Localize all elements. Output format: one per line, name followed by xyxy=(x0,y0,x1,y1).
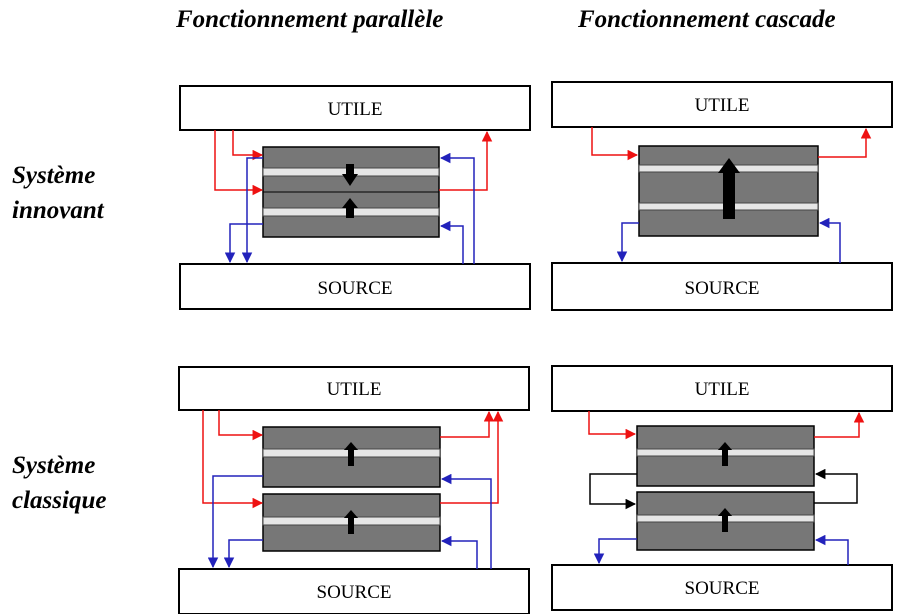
up-arrow-icon xyxy=(718,508,732,532)
module-upper xyxy=(262,426,441,488)
diagram-innovant-parallel: UTILE SOURCE xyxy=(179,85,531,310)
row-title-innovant: Système innovant xyxy=(12,158,104,228)
column-title-cascade: Fonctionnement cascade xyxy=(578,6,836,33)
utile-label: UTILE xyxy=(695,95,750,116)
source-box xyxy=(551,262,893,311)
module-stack xyxy=(262,146,440,238)
hot-flow xyxy=(591,127,872,161)
intermediate-loop xyxy=(589,468,858,510)
module-lower xyxy=(636,491,815,551)
utile-box xyxy=(551,365,893,412)
down-arrow-icon xyxy=(342,164,358,186)
utile-box xyxy=(178,366,530,411)
row-title-classique: Système classique xyxy=(12,448,106,518)
source-label: SOURCE xyxy=(685,278,760,299)
cold-flow xyxy=(593,534,849,565)
cold-flow xyxy=(224,152,475,264)
source-box xyxy=(178,568,530,614)
diagram-innovant-cascade: UTILE SOURCE xyxy=(551,81,893,311)
up-arrow-icon xyxy=(718,442,732,466)
source-label: SOURCE xyxy=(318,278,393,299)
utile-label: UTILE xyxy=(327,379,382,400)
source-box xyxy=(179,263,531,310)
column-title-parallel: Fonctionnement parallèle xyxy=(176,6,444,33)
up-arrow-icon xyxy=(344,510,358,534)
row-title-innovant-line2: innovant xyxy=(12,197,104,224)
cold-flow xyxy=(207,473,492,569)
up-arrow-icon xyxy=(718,158,740,219)
hot-flow xyxy=(588,411,865,440)
up-arrow-icon xyxy=(342,198,358,218)
diagram-classique-parallel: UTILE SOURCE xyxy=(178,366,530,614)
utile-label: UTILE xyxy=(695,379,750,400)
row-title-classique-line2: classique xyxy=(12,487,107,514)
utile-box xyxy=(179,85,531,131)
module-upper xyxy=(636,425,815,487)
up-arrow-icon xyxy=(344,442,358,466)
module-lower xyxy=(262,493,441,552)
source-box xyxy=(551,564,893,611)
cold-flow xyxy=(616,217,841,263)
utile-box xyxy=(551,81,893,128)
source-label: SOURCE xyxy=(685,578,760,599)
row-title-innovant-line1: Système xyxy=(12,162,96,189)
row-title-classique-line1: Système xyxy=(12,452,96,479)
hot-flow xyxy=(202,410,504,509)
utile-label: UTILE xyxy=(328,99,383,120)
module-stack xyxy=(638,145,819,237)
diagram-classique-cascade: UTILE SOURCE xyxy=(551,365,893,611)
source-label: SOURCE xyxy=(317,582,392,603)
